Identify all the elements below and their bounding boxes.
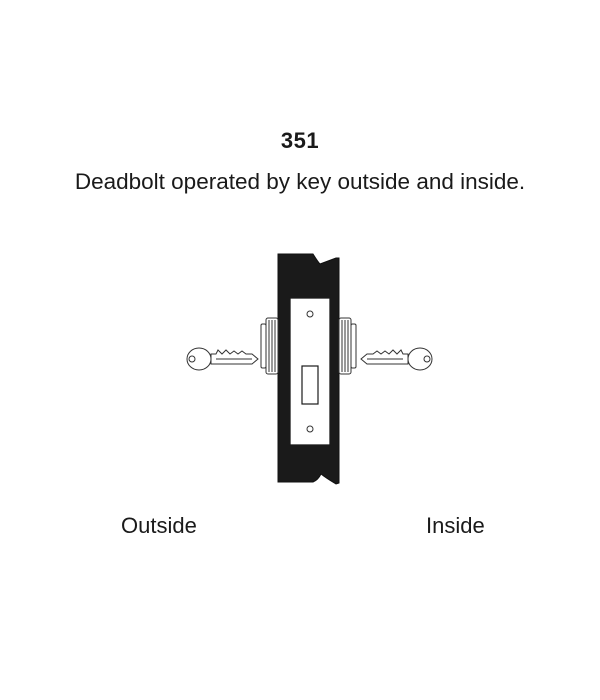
- right-cylinder-trim: [338, 317, 357, 375]
- function-number: 351: [280, 128, 320, 153]
- key-icon: [186, 347, 259, 371]
- outside-label: Outside: [121, 513, 197, 538]
- function-description: Deadbolt operated by key outside and ins…: [74, 169, 526, 194]
- faceplate-screw-bottom: [306, 425, 314, 433]
- left-cylinder-trim: [260, 317, 279, 375]
- deadbolt-slot: [301, 365, 319, 405]
- key-icon: [360, 347, 433, 371]
- faceplate-screw-top: [306, 310, 314, 318]
- inside-label: Inside: [426, 513, 485, 538]
